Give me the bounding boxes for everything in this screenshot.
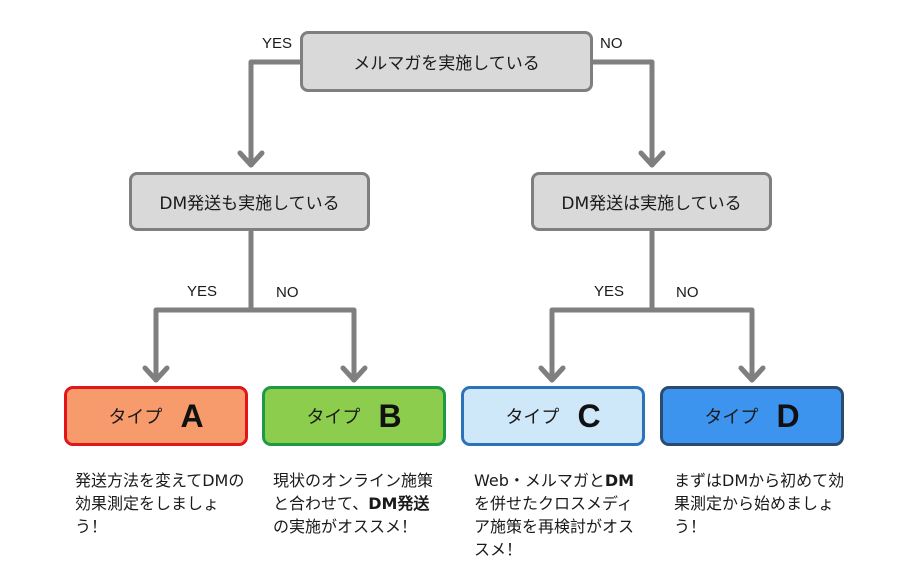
connector-root-no xyxy=(589,59,655,168)
description-c-post: を併せたクロスメディア施策を再検討がオススメ！ xyxy=(474,494,635,559)
question-root-text: メルマガを実施している xyxy=(353,54,540,74)
description-c: Web・メルマガとDM を併せたクロスメディア施策を再検討がオススメ！ xyxy=(474,469,646,561)
type-box-d: タイプ D xyxy=(660,386,844,446)
edge-label-left-yes: YES xyxy=(187,283,218,300)
edge-label-root-no: NO xyxy=(600,35,623,52)
question-left-text: DM発送も実施している xyxy=(159,194,340,214)
arrowhead-right-no xyxy=(738,365,766,383)
type-box-c: タイプ C xyxy=(461,386,645,446)
type-a-letter: A xyxy=(180,397,204,434)
description-a: 発送方法を変えてDMの効果測定をしましょう！ xyxy=(75,469,247,538)
question-right: DM発送は実施している xyxy=(531,172,772,231)
edge-label-left-no: NO xyxy=(276,284,299,301)
question-root: メルマガを実施している xyxy=(300,31,593,92)
type-b-word: タイプ xyxy=(306,407,361,428)
type-box-a: タイプ A xyxy=(64,386,248,446)
description-d-text: まずはDMから初めて効果測定から始めましょう！ xyxy=(674,471,845,536)
connector-left-no xyxy=(248,307,357,383)
edge-label-right-yes: YES xyxy=(594,283,625,300)
description-b-bold: DM発送 xyxy=(368,494,430,513)
connector-left-yes xyxy=(153,307,254,383)
arrowhead-root-no xyxy=(638,150,666,168)
edge-label-right-no: NO xyxy=(676,284,699,301)
type-a-word: タイプ xyxy=(108,407,163,428)
question-right-text: DM発送は実施している xyxy=(561,194,742,214)
edge-label-root-yes: YES xyxy=(262,35,293,52)
question-left: DM発送も実施している xyxy=(129,172,370,231)
arrowhead-left-no xyxy=(340,365,368,383)
type-c-word: タイプ xyxy=(505,407,560,428)
description-b-pre: 現状のオンライン施策と合わせて、 xyxy=(273,471,434,513)
type-d-word: タイプ xyxy=(704,407,759,428)
connector-root-yes xyxy=(248,59,305,168)
description-a-text: 発送方法を変えてDMの効果測定をしましょう！ xyxy=(75,471,245,536)
type-c-letter: C xyxy=(577,397,601,434)
arrowhead-root-yes xyxy=(237,150,265,168)
type-box-b: タイプ B xyxy=(262,386,446,446)
arrowhead-right-yes xyxy=(538,365,566,383)
description-b-post: の実施がオススメ！ xyxy=(273,517,418,536)
description-c-pre: Web・メルマガと xyxy=(474,471,605,490)
type-b-letter: B xyxy=(378,397,402,434)
connector-right-no xyxy=(649,307,755,383)
type-d-letter: D xyxy=(776,397,800,434)
arrowhead-left-yes xyxy=(142,365,170,383)
connector-right-yes xyxy=(549,307,655,383)
description-c-bold: DM xyxy=(604,471,635,490)
description-b: 現状のオンライン施策と合わせて、DM発送の実施がオススメ！ xyxy=(273,469,445,538)
description-d: まずはDMから初めて効果測定から始めましょう！ xyxy=(674,469,846,538)
